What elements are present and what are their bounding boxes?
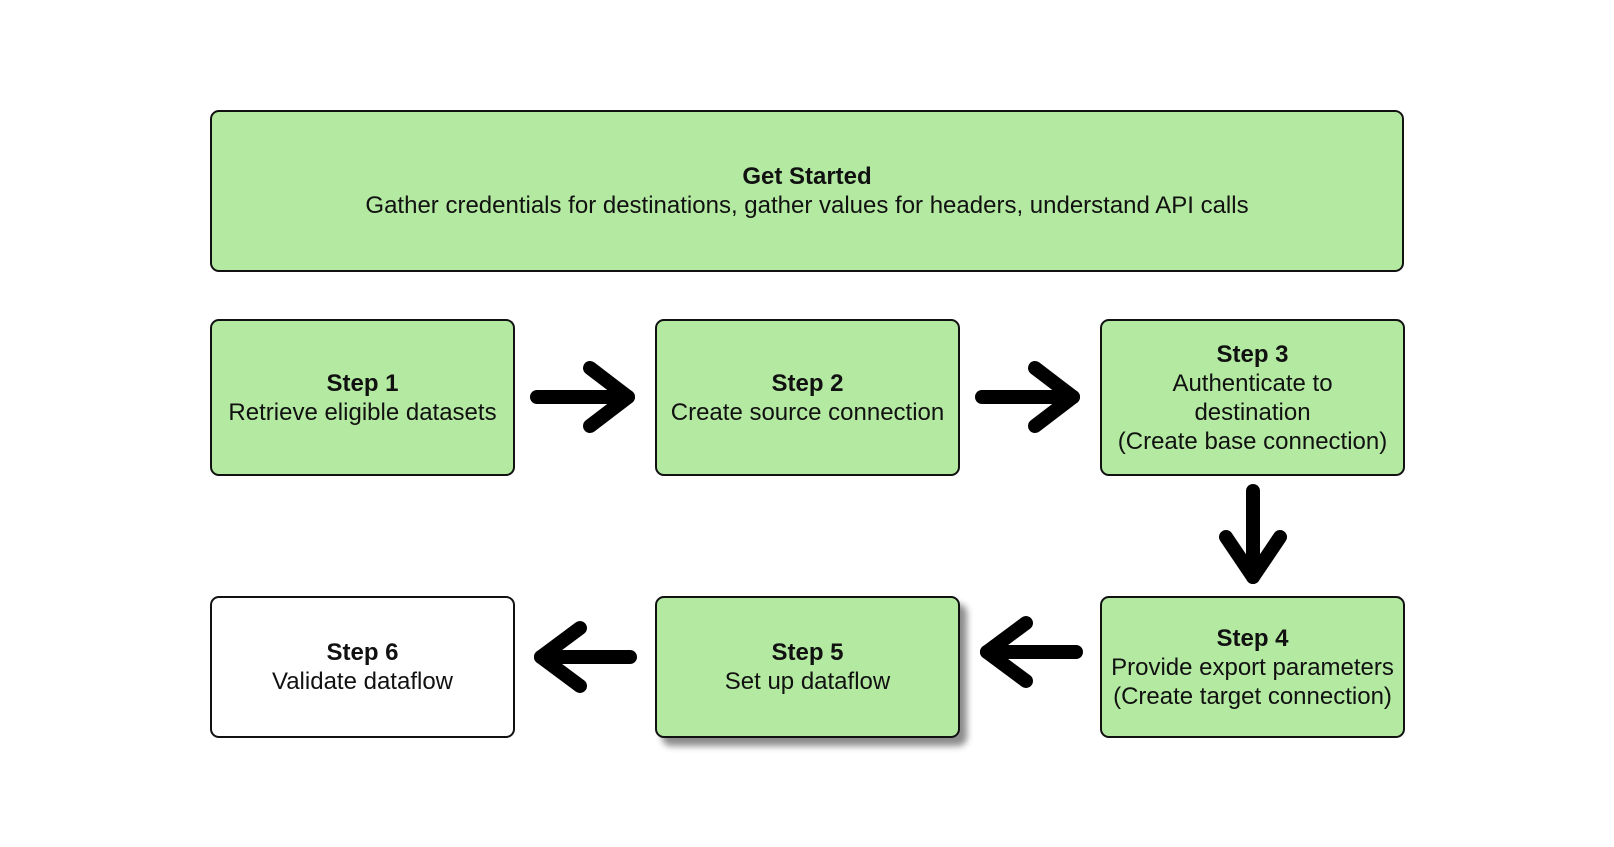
step-5-text: Set up dataflow [724, 668, 891, 695]
step-3-text-line-3: (Create base connection) [1117, 427, 1388, 455]
arrow-step5-to-step6 [534, 621, 637, 693]
arrow-step3-to-step4 [1219, 484, 1287, 584]
step-3-text-line-1: Authenticate to [1172, 369, 1333, 397]
step-4-title: Step 4 [1216, 624, 1289, 652]
step-5-title: Step 5 [771, 639, 844, 666]
step-1-title: Step 1 [326, 369, 399, 397]
step-6-box: Step 6 Validate dataflow [210, 596, 515, 738]
step-3-box: Step 3 Authenticate to destination (Crea… [1100, 319, 1405, 476]
step-1-text: Retrieve eligible datasets [228, 398, 497, 426]
step-3-text-line-2: destination [1194, 398, 1311, 426]
arrow-step4-to-step5 [980, 616, 1083, 688]
step-2-title: Step 2 [771, 369, 844, 397]
step-3-title: Step 3 [1216, 340, 1289, 368]
step-4-text-line-1: Provide export parameters [1111, 653, 1394, 681]
step-2-text: Create source connection [670, 398, 945, 426]
step-4-box: Step 4 Provide export parameters (Create… [1100, 596, 1405, 738]
get-started-description: Gather credentials for destinations, gat… [365, 192, 1249, 219]
step-6-text: Validate dataflow [271, 668, 453, 695]
step-6-title: Step 6 [326, 639, 399, 666]
step-4-text-line-2: (Create target connection) [1113, 682, 1392, 710]
step-5-box: Step 5 Set up dataflow [655, 596, 960, 738]
get-started-box: Get Started Gather credentials for desti… [210, 110, 1404, 272]
get-started-title: Get Started [742, 163, 872, 190]
step-2-box: Step 2 Create source connection [655, 319, 960, 476]
arrow-step1-to-step2 [530, 361, 635, 433]
step-1-box: Step 1 Retrieve eligible datasets [210, 319, 515, 476]
arrow-step2-to-step3 [975, 361, 1080, 433]
